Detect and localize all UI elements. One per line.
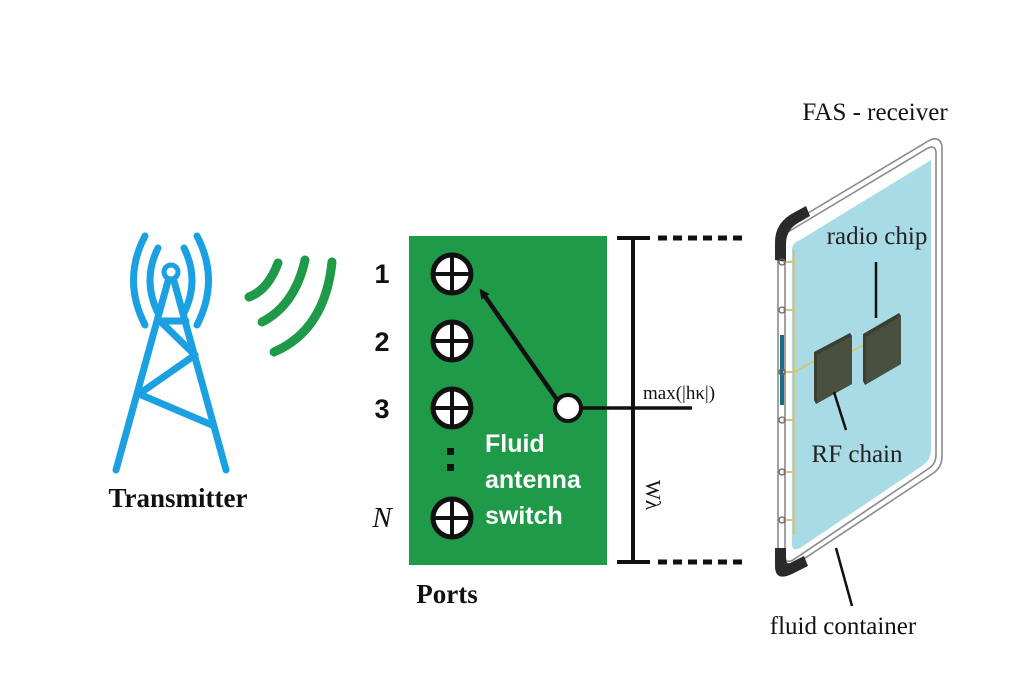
port-n-icon: [430, 496, 474, 540]
rf-chain-label: RF chain: [812, 441, 903, 468]
port-label-2: 2: [374, 327, 389, 357]
top-corner-bumper: [775, 206, 810, 262]
radio-chip-label: radio chip: [827, 223, 928, 250]
switch-label-line-2: antenna: [485, 466, 582, 494]
bottom-corner-bumper: [775, 548, 808, 577]
switch-node: [553, 393, 583, 423]
port-label-3: 3: [374, 394, 389, 424]
fluid-container-label: fluid container: [770, 613, 917, 640]
signal-waves-icon: [244, 255, 337, 357]
port-3-icon: [430, 386, 474, 430]
radio-chip: [863, 313, 901, 385]
ports-ellipsis: [447, 448, 454, 471]
fluid-channel: [780, 335, 784, 405]
fluid-container-leader: [834, 547, 854, 607]
port-label-1: 1: [374, 259, 389, 289]
port-2-icon: [430, 319, 474, 363]
transmitter-tower-icon: [112, 232, 230, 474]
switch-arrow: [479, 288, 562, 406]
switch-label-line-3: switch: [485, 502, 563, 530]
rf-chain-chip: [814, 333, 852, 404]
selection-label: max(|hκ|): [643, 383, 715, 404]
switch-label-line-1: Fluid: [485, 430, 545, 458]
port-label-n: N: [371, 502, 393, 534]
transmitter-label: Transmitter: [109, 483, 248, 513]
rf-chain-leader: [832, 391, 848, 431]
receiver-screen: [792, 160, 931, 550]
width-bracket: [617, 236, 650, 564]
receiver-title: FAS - receiver: [802, 99, 948, 126]
port-1-icon: [430, 252, 474, 296]
width-label: Wλ: [641, 480, 665, 511]
port-nodes: [778, 258, 786, 524]
ports-caption: Ports: [416, 579, 477, 609]
